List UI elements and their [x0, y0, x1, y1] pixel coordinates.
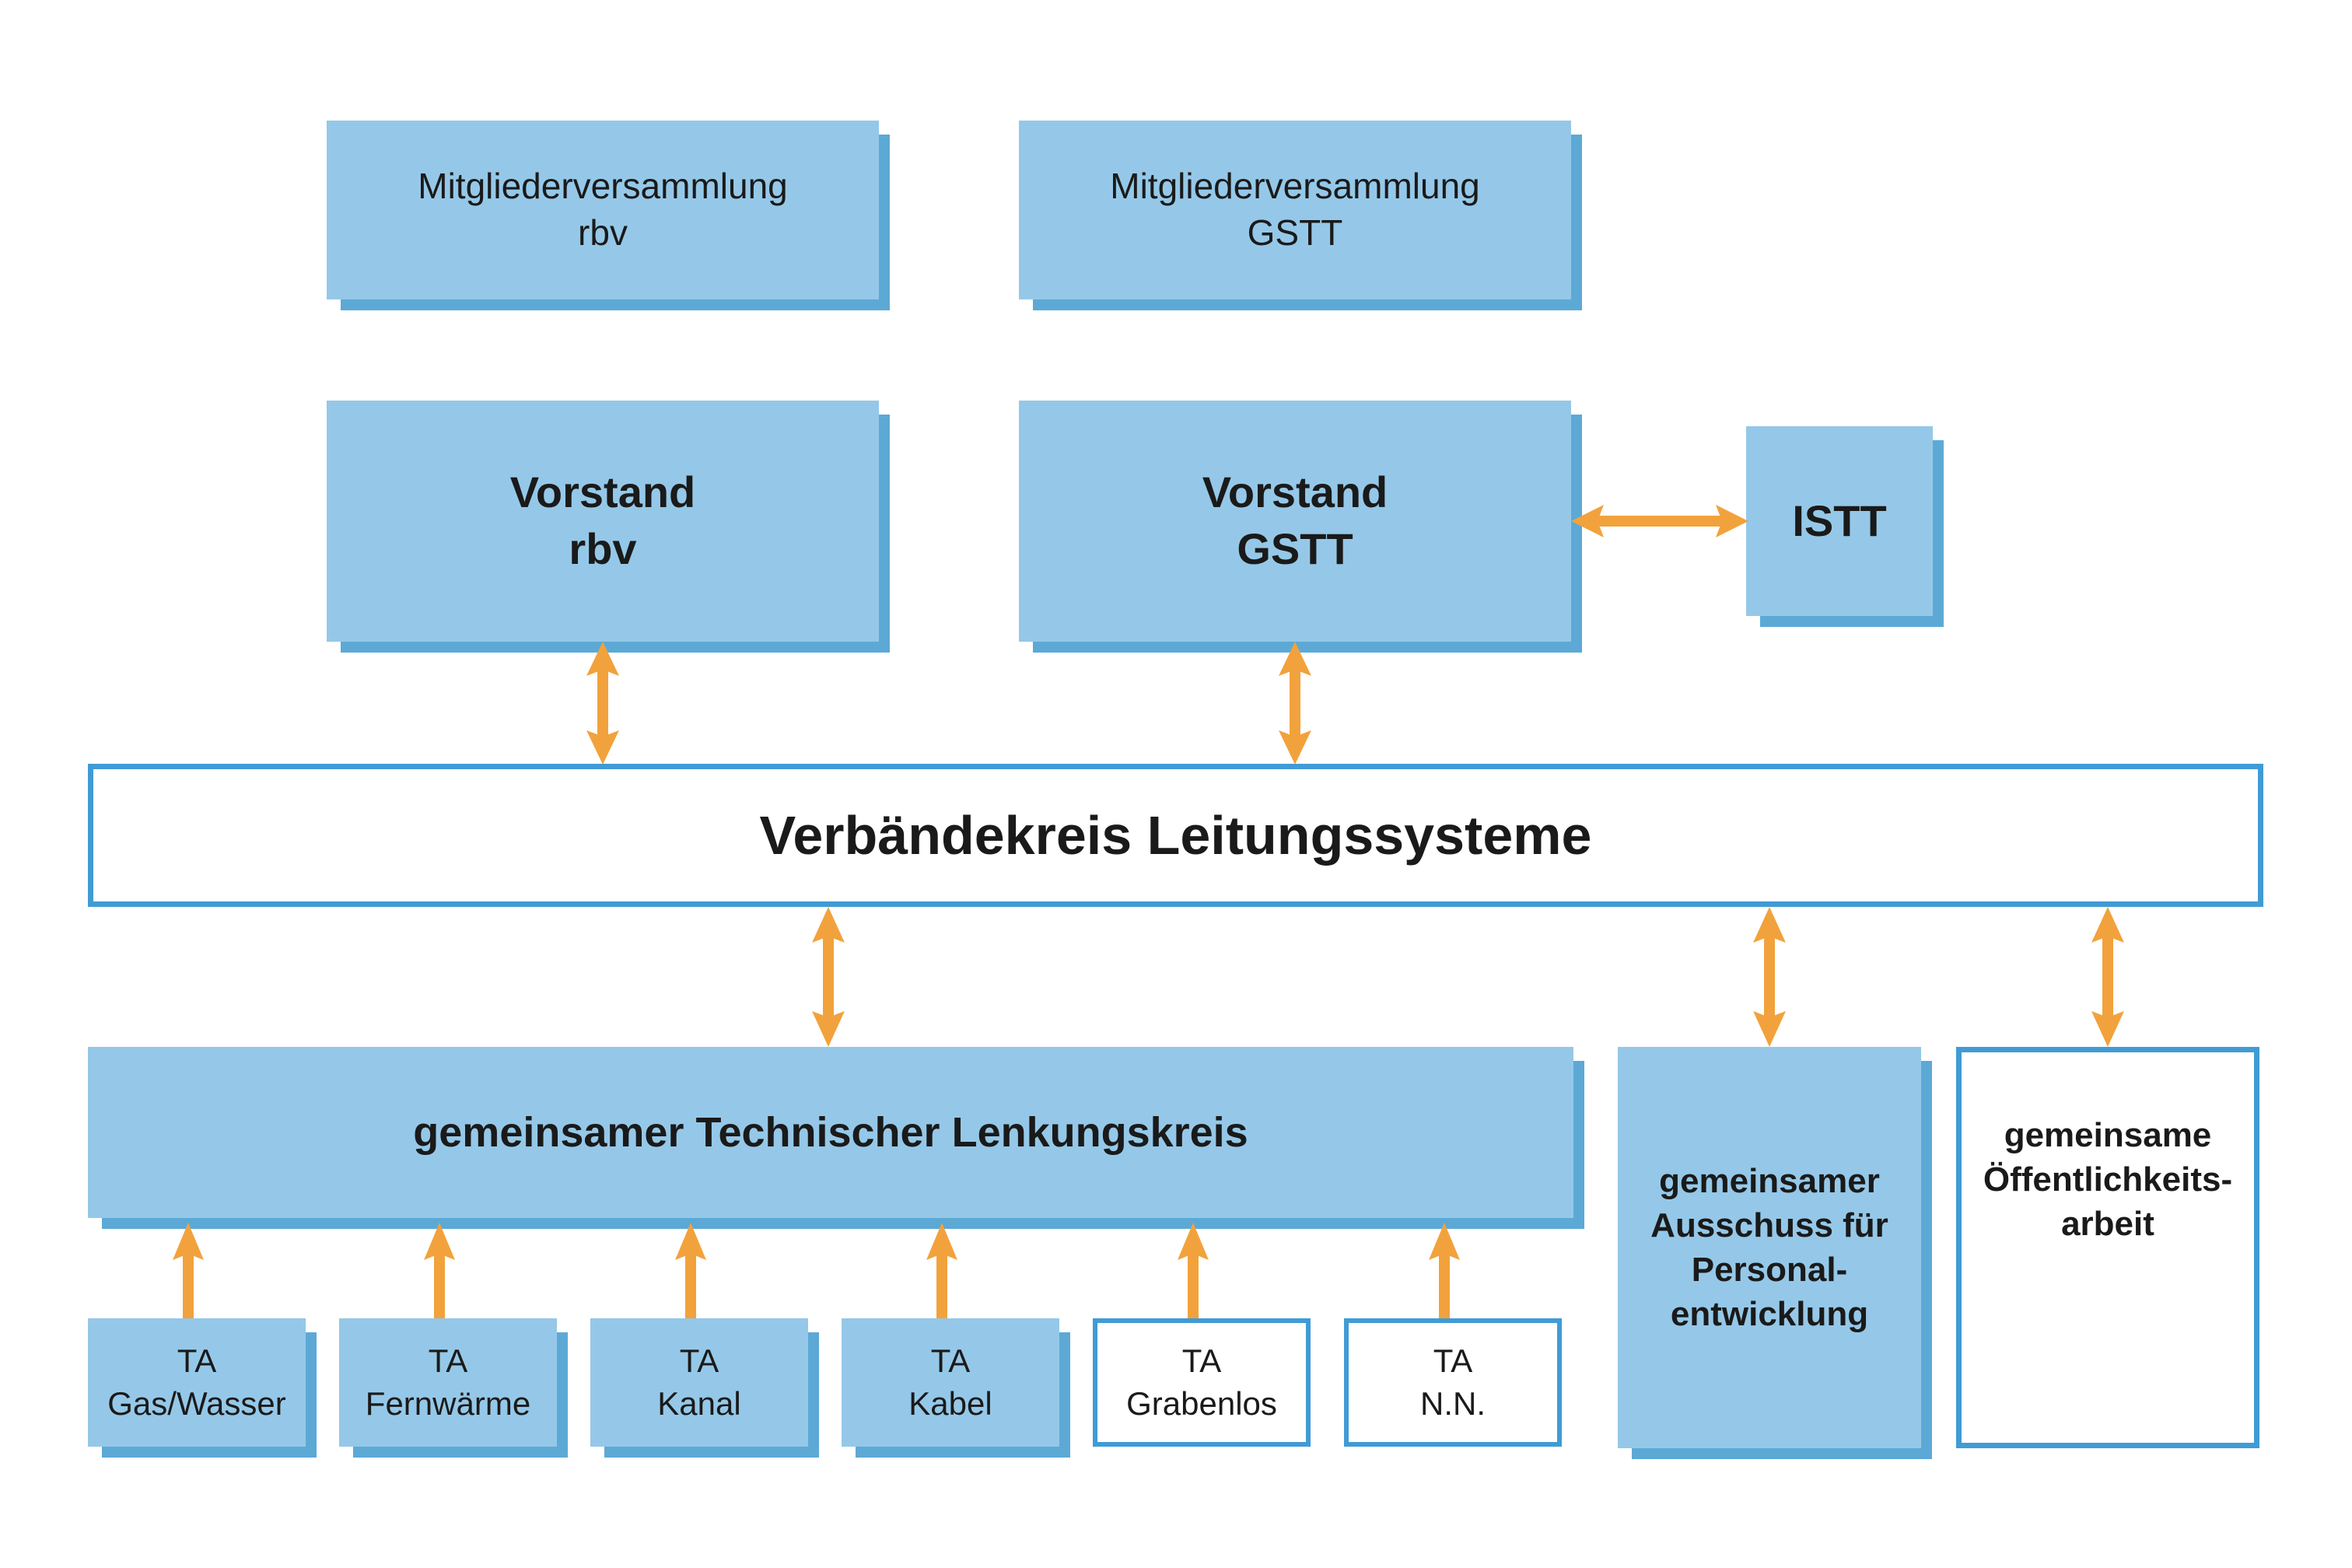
connector-umbrella-personal-arrow — [1750, 907, 1789, 1047]
ta-nn-name: N.N. — [1420, 1384, 1486, 1422]
ta-fernwaerme-prefix: TA — [428, 1342, 468, 1379]
ta-gas-wasser-prefix: TA — [177, 1342, 217, 1379]
node-vorstand-gstt: Vorstand GSTT — [1019, 401, 1571, 642]
node-gemeinsamer-ausschuss-personalentwicklung: gemeinsamer Ausschuss für Personal- entw… — [1618, 1047, 1921, 1448]
ta-fernwaerme-name: Fernwärme — [365, 1384, 531, 1422]
node-label: TA Gas/Wasser — [88, 1340, 306, 1425]
connector-umbrella-lenkungskreis-arrow — [809, 907, 848, 1047]
node-label: TA N.N. — [1349, 1340, 1557, 1425]
ta-kanal-prefix: TA — [679, 1342, 719, 1379]
node-ta-gas-wasser: TA Gas/Wasser — [88, 1318, 306, 1447]
vorstand-rbv-line1: Vorstand — [509, 467, 696, 517]
connector-gstt-istt-arrow — [1571, 502, 1748, 541]
connector-ta-kanal-arrow — [674, 1223, 708, 1321]
ta-kabel-name: Kabel — [908, 1384, 992, 1422]
node-label: gemeinsame Öffentlichkeits- arbeit — [1962, 1113, 2254, 1247]
umbrella-label: Verbändekreis Leitungssysteme — [759, 804, 1592, 866]
node-istt: ISTT — [1746, 426, 1933, 616]
node-vorstand-rbv: Vorstand rbv — [327, 401, 879, 642]
node-label: TA Fernwärme — [339, 1340, 557, 1425]
vorstand-gstt-line2: GSTT — [1237, 524, 1353, 573]
steering-committee-label: gemeinsamer Technischer Lenkungskreis — [413, 1108, 1248, 1156]
assembly-gstt-line2: GSTT — [1247, 212, 1343, 253]
node-ta-grabenlos: TA Grabenlos — [1093, 1318, 1311, 1447]
oeffentlichkeit-line2: Öffentlichkeits- — [1983, 1160, 2233, 1199]
ta-kanal-name: Kanal — [657, 1384, 741, 1422]
connector-ta-kabel-arrow — [925, 1223, 959, 1321]
node-mitgliederversammlung-gstt: Mitgliederversammlung GSTT — [1019, 121, 1571, 299]
personal-line3: Personal- — [1691, 1251, 1848, 1289]
ta-gas-wasser-name: Gas/Wasser — [107, 1384, 286, 1422]
node-label: Mitgliederversammlung GSTT — [1019, 163, 1571, 257]
node-label: Mitgliederversammlung rbv — [327, 163, 879, 257]
node-ta-fernwaerme: TA Fernwärme — [339, 1318, 557, 1447]
personal-line2: Ausschuss für — [1650, 1206, 1888, 1244]
node-ta-kanal: TA Kanal — [590, 1318, 808, 1447]
ta-grabenlos-prefix: TA — [1181, 1342, 1222, 1379]
node-label: Vorstand rbv — [327, 464, 879, 578]
vorstand-rbv-line2: rbv — [569, 524, 637, 573]
vorstand-gstt-line1: Vorstand — [1202, 467, 1388, 517]
assembly-gstt-line1: Mitgliederversammlung — [1110, 166, 1480, 207]
connector-ta-gas-wasser-arrow — [171, 1223, 205, 1321]
node-label: TA Grabenlos — [1097, 1340, 1306, 1425]
connector-vorstand-gstt-umbrella-arrow — [1276, 642, 1314, 765]
node-technischer-lenkungskreis: gemeinsamer Technischer Lenkungskreis — [88, 1047, 1573, 1218]
connector-vorstand-rbv-umbrella-arrow — [583, 642, 622, 765]
connector-ta-nn-arrow — [1427, 1223, 1461, 1321]
connector-ta-fernwaerme-arrow — [422, 1223, 457, 1321]
node-label: gemeinsamer Ausschuss für Personal- entw… — [1618, 1159, 1921, 1337]
node-gemeinsame-oeffentlichkeitsarbeit: gemeinsame Öffentlichkeits- arbeit — [1956, 1047, 2259, 1448]
personal-line4: entwicklung — [1670, 1295, 1869, 1334]
assembly-rbv-line2: rbv — [578, 212, 628, 253]
node-label: Vorstand GSTT — [1019, 464, 1571, 578]
oeffentlichkeit-line1: gemeinsame — [2004, 1116, 2212, 1154]
node-verbaendekreis-leitungssysteme: Verbändekreis Leitungssysteme — [88, 764, 2263, 907]
ta-grabenlos-name: Grabenlos — [1126, 1384, 1277, 1422]
oeffentlichkeit-line3: arbeit — [2061, 1205, 2154, 1244]
node-label: TA Kabel — [842, 1340, 1059, 1425]
node-label: TA Kanal — [590, 1340, 808, 1425]
ta-nn-prefix: TA — [1433, 1342, 1473, 1379]
assembly-rbv-line1: Mitgliederversammlung — [418, 166, 788, 207]
connector-ta-grabenlos-arrow — [1176, 1223, 1210, 1321]
personal-line1: gemeinsamer — [1659, 1161, 1880, 1200]
connector-umbrella-oeffentlichkeitsarbeit-arrow — [2088, 907, 2127, 1047]
node-ta-kabel: TA Kabel — [842, 1318, 1059, 1447]
istt-label: ISTT — [1792, 495, 1887, 545]
node-mitgliederversammlung-rbv: Mitgliederversammlung rbv — [327, 121, 879, 299]
ta-kabel-prefix: TA — [930, 1342, 971, 1379]
node-ta-nn: TA N.N. — [1344, 1318, 1562, 1447]
